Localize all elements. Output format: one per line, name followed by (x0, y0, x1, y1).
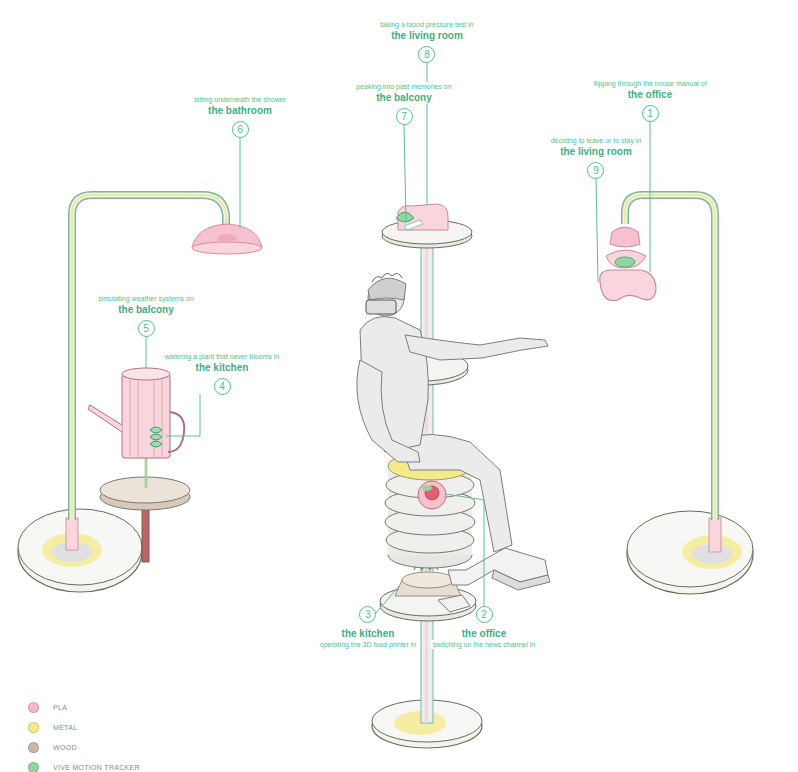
drawing-path (150, 427, 162, 447)
room-name: the living room (558, 145, 634, 158)
drawing-path (357, 360, 420, 462)
room-name: the kitchen (194, 361, 251, 374)
legend: PLA METAL WOOD VIVE MOTION TRACKER (28, 697, 140, 772)
callout-number: 1 (642, 105, 659, 122)
drawing-line (146, 336, 147, 368)
drawing-path (396, 212, 414, 222)
callout-number: 6 (232, 121, 249, 138)
callout-caption: switching on the news channel in (431, 640, 537, 649)
callout-number: 7 (396, 108, 413, 125)
callout-number: 5 (138, 320, 155, 337)
legend-row: WOOD (28, 737, 140, 757)
drawing-line (596, 178, 598, 282)
drawing-ellipse (217, 234, 237, 242)
room-name: the living room (389, 29, 465, 42)
drawing-rect (66, 518, 78, 550)
drawing-rect (122, 374, 170, 458)
drawing-polyline (446, 494, 484, 622)
room-name: the office (460, 627, 508, 640)
drawing-ellipse (192, 242, 262, 254)
drawing-path (492, 570, 550, 590)
drawing-line (130, 380, 131, 456)
legend-row: VIVE MOTION TRACKER (28, 757, 140, 772)
legend-label: METAL (53, 724, 77, 731)
seated-person (357, 273, 550, 612)
callout: deciding to leave or to stay inthe livin… (549, 136, 644, 183)
callout: sitting underneath the showerthe bathroo… (192, 95, 288, 142)
callout-caption: simulating weather systems on (96, 294, 196, 303)
side-table (100, 372, 190, 562)
right-lamp (600, 195, 753, 594)
drawing-rect (709, 518, 721, 552)
drawing-line (240, 137, 241, 228)
callout: taking a blood pressure test inthe livin… (378, 20, 475, 67)
drawing-path (372, 273, 402, 282)
room-name: the balcony (374, 91, 434, 104)
drawing-polyline (166, 394, 200, 436)
drawing-path (88, 405, 122, 432)
drawing-path (438, 595, 470, 612)
callout-caption: deciding to leave or to stay in (549, 136, 644, 145)
drawing-path (404, 220, 423, 230)
room-name: the office (626, 88, 674, 101)
drawing-circle (418, 481, 446, 509)
drawing-ellipse (402, 572, 454, 588)
callout: simulating weather systems onthe balcony… (96, 294, 196, 341)
callout-number: 9 (587, 162, 604, 179)
legend-swatch (28, 702, 39, 713)
legend-label: PLA (53, 704, 67, 711)
legend-row: METAL (28, 717, 140, 737)
callout: peaking into past memories onthe balcony… (354, 82, 453, 129)
drawing-path (600, 270, 656, 301)
leader-lines (146, 62, 650, 622)
drawing-ellipse (394, 711, 446, 735)
callout-caption: taking a blood pressure test in (378, 20, 475, 29)
room-name: the balcony (116, 303, 176, 316)
callout: 3 the kitchenoperating the 3D food printe… (318, 602, 419, 649)
callout-caption: sitting underneath the shower (192, 95, 288, 104)
callout-caption: watering a plant that never blooms in (163, 352, 281, 361)
callout: flipping through the house manual ofthe … (591, 79, 708, 126)
callout: watering a plant that never blooms inthe… (163, 352, 281, 399)
room-name: the bathroom (206, 104, 274, 117)
callout-caption: flipping through the house manual of (591, 79, 708, 88)
callout-number: 3 (359, 606, 376, 623)
callout-caption: operating the 3D food printer in (318, 640, 419, 649)
legend-swatch (28, 742, 39, 753)
drawing-path (606, 250, 646, 268)
drawing-rect (366, 300, 396, 314)
drawing-path (610, 227, 640, 247)
drawing-path (168, 412, 184, 452)
drawing-ellipse (422, 485, 432, 491)
legend-row: PLA (28, 697, 140, 717)
callout-caption: peaking into past memories on (354, 82, 453, 91)
watering-can (88, 368, 184, 458)
left-lamp (18, 195, 262, 592)
legend-label: VIVE MOTION TRACKER (53, 764, 140, 771)
drawing-ellipse (627, 511, 753, 587)
drawing-ellipse (122, 368, 170, 380)
drawing-line (650, 121, 651, 272)
drawing-line (404, 124, 406, 222)
drawing-ellipse (18, 509, 142, 585)
callout: 2 the officeswitching on the news channel… (431, 602, 537, 649)
drawing-ellipse (615, 257, 635, 267)
callout-number: 2 (476, 606, 493, 623)
legend-label: WOOD (53, 744, 77, 751)
legend-swatch (28, 762, 39, 772)
drawing-path (405, 335, 548, 360)
room-name: the kitchen (340, 627, 397, 640)
drawing-path (368, 278, 406, 300)
legend-swatch (28, 722, 39, 733)
callout-number: 8 (418, 46, 435, 63)
drawing-line (138, 381, 139, 457)
callout-number: 4 (214, 378, 231, 395)
